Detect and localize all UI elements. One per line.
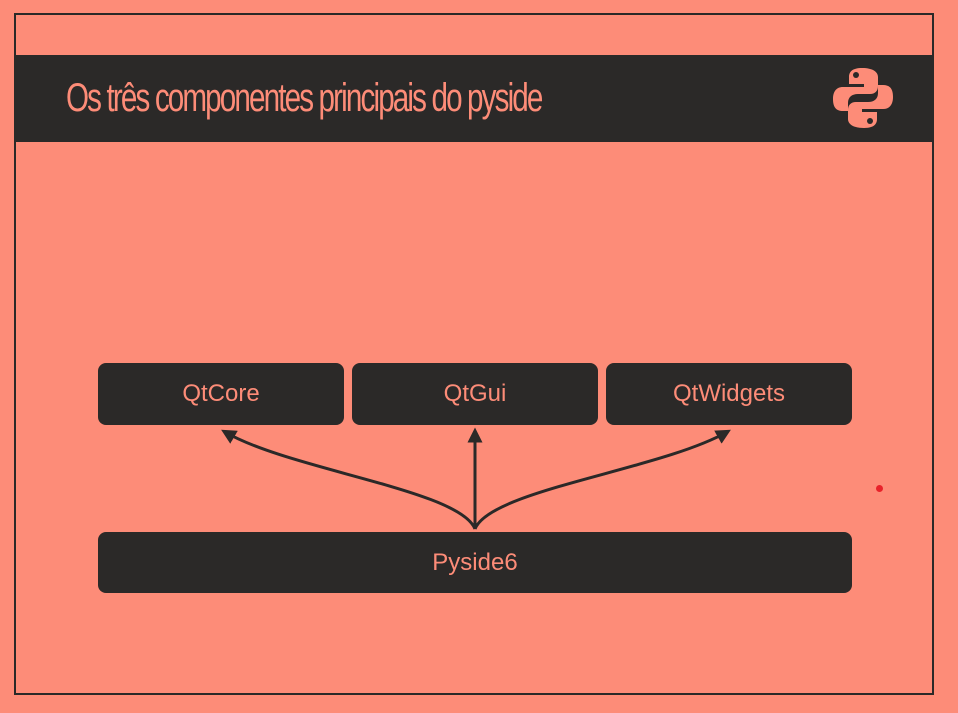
module-label-qtwidgets: QtWidgets xyxy=(672,380,786,407)
python-logo-icon xyxy=(833,68,893,128)
module-box-qtcore: QtCore xyxy=(98,363,344,425)
arrow-to-qtwidgets xyxy=(473,429,731,530)
arrow-to-qtcore xyxy=(221,429,477,530)
module-label-qtgui: QtGui xyxy=(443,380,507,407)
base-label-pyside6: Pyside6 xyxy=(432,548,518,576)
base-box-pyside6: Pyside6 xyxy=(98,532,852,593)
module-box-qtwidgets: QtWidgets xyxy=(606,363,852,425)
slide-header: Os três componentes principais do pyside xyxy=(15,55,934,142)
slide-frame xyxy=(14,13,934,695)
slide-title: Os três componentes principais do pyside xyxy=(66,76,543,120)
module-box-qtgui: QtGui xyxy=(352,363,598,425)
pointer-dot xyxy=(876,485,883,492)
module-label-qtcore: QtCore xyxy=(182,380,260,407)
